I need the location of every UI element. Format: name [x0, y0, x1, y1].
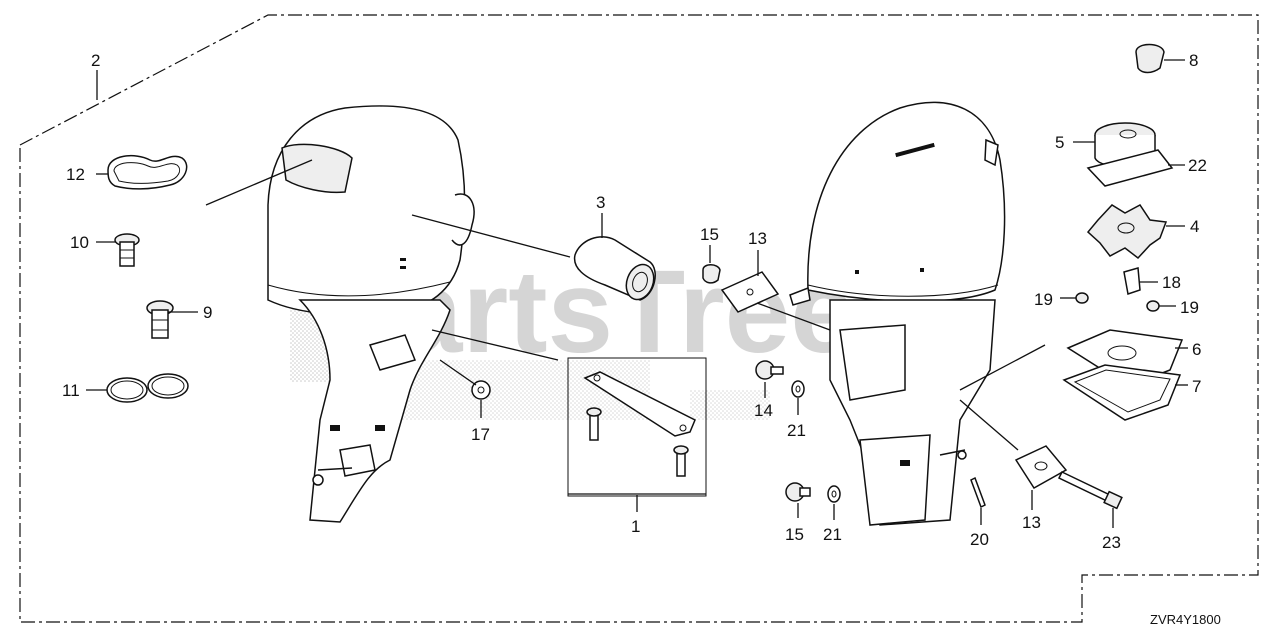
part-11-o-rings — [106, 373, 189, 403]
callout-14: 14 — [754, 401, 773, 420]
callout-18: 18 — [1162, 273, 1181, 292]
part-13-anode-upper — [720, 271, 780, 313]
part-7-gasket — [1062, 364, 1182, 421]
callout-13-upper: 13 — [748, 229, 767, 248]
part-22-gasket — [1086, 149, 1174, 187]
callout-19-left: 19 — [1034, 290, 1053, 309]
outboard-motor-right — [789, 101, 1006, 526]
callout-17: 17 — [471, 425, 490, 444]
callout-21-lower: 21 — [823, 525, 842, 544]
part-20-pin — [970, 476, 986, 509]
part-15-bolt — [785, 482, 811, 502]
part-3-oil-filter — [573, 236, 656, 301]
callout-5: 5 — [1055, 133, 1064, 152]
callout-23: 23 — [1102, 533, 1121, 552]
callout-20: 20 — [970, 530, 989, 549]
callout-3: 3 — [596, 193, 605, 212]
callout-16: 15 — [700, 225, 719, 244]
callout-21-upper: 21 — [787, 421, 806, 440]
part-4-impeller — [1086, 204, 1168, 260]
callout-10: 10 — [70, 233, 89, 252]
leader-lines — [86, 59, 1188, 528]
outboard-motor-left — [267, 105, 475, 523]
callout-9: 9 — [203, 303, 212, 322]
part-19-pin-left — [1075, 292, 1089, 304]
callout-labels: 2 12 10 9 11 3 15 13 14 21 17 1 15 21 20… — [62, 51, 1207, 552]
part-23-bolt — [1057, 471, 1123, 510]
callout-6: 6 — [1192, 340, 1201, 359]
part-17-washer — [471, 380, 491, 400]
callout-4: 4 — [1190, 217, 1199, 236]
callout-8: 8 — [1189, 51, 1198, 70]
part-19-pin-right — [1146, 300, 1160, 312]
part-12-gasket — [107, 154, 188, 190]
diagram-code: ZVR4Y1800 — [1150, 612, 1221, 627]
part-18-key — [1123, 267, 1141, 295]
callout-19-right: 19 — [1180, 298, 1199, 317]
callout-7: 7 — [1192, 377, 1201, 396]
part-1-anode-bracket — [567, 357, 707, 497]
kit-boundary — [19, 14, 1259, 623]
part-10-thermostat — [114, 233, 140, 267]
part-14-bolt — [755, 360, 784, 380]
part-16-grommet — [702, 264, 721, 284]
callout-13-lower: 13 — [1022, 513, 1041, 532]
callout-12: 12 — [66, 165, 85, 184]
part-21-washer-lower — [827, 485, 841, 503]
callout-11: 11 — [62, 381, 80, 400]
part-8-grommet — [1135, 43, 1165, 74]
callout-1: 1 — [631, 517, 640, 536]
part-9-thermostat — [146, 300, 174, 339]
part-21-washer-upper — [791, 380, 805, 398]
callout-2: 2 — [91, 51, 100, 70]
callout-15: 15 — [785, 525, 804, 544]
callout-22: 22 — [1188, 156, 1207, 175]
part-13-anode-lower — [1014, 445, 1068, 490]
